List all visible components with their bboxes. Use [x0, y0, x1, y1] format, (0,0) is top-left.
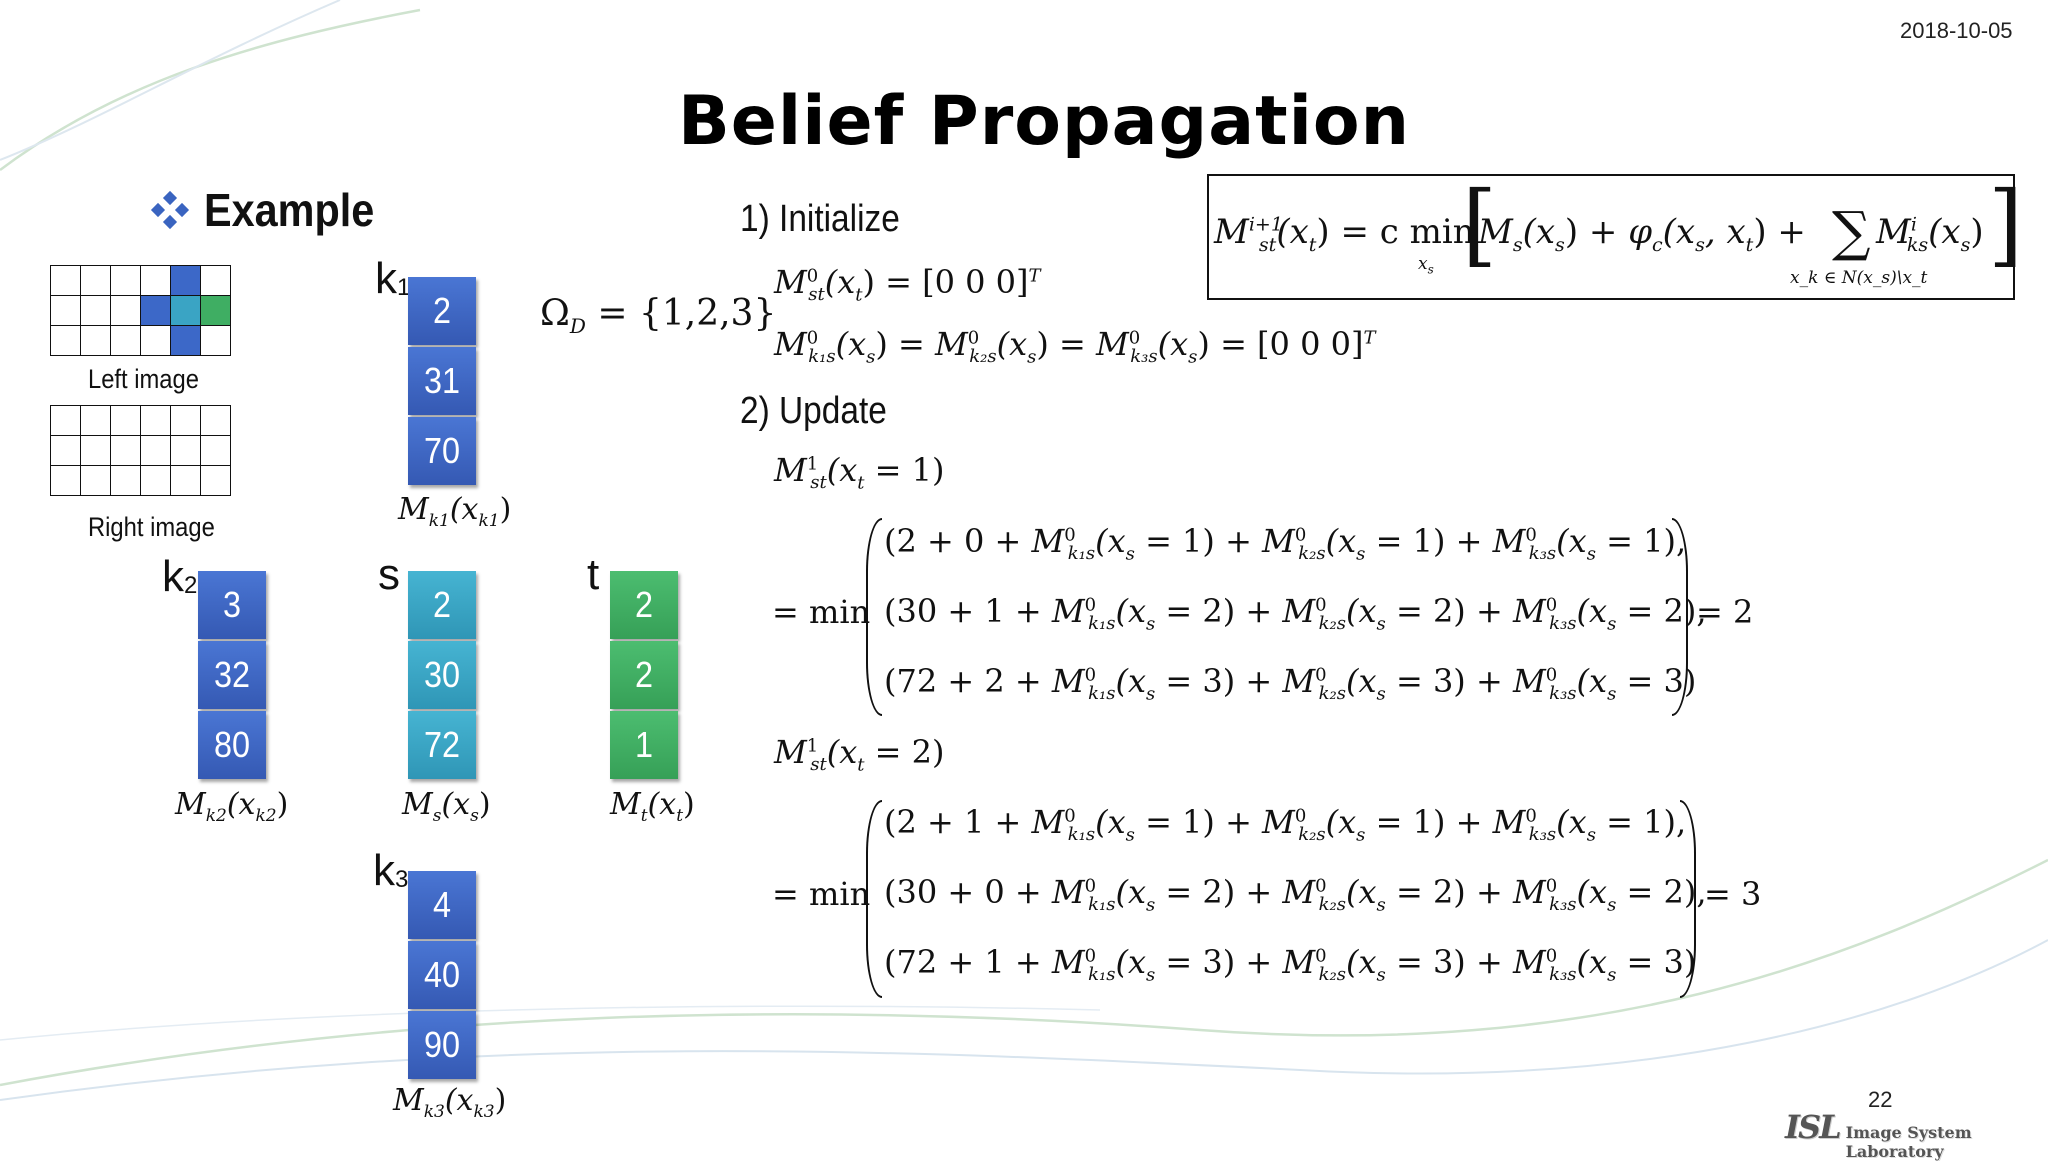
slide-date: 2018-10-05 — [1900, 18, 2013, 43]
update-rule-bracket-right: ] — [1988, 172, 2024, 277]
update-2-head: M1st(xt = 2) — [774, 733, 945, 776]
init-line-1: M0st(xt) = [0 0 0]T — [774, 263, 1041, 306]
update-rule-rhs: Ms(xs) + φc(xs, xt) + — [1478, 212, 1806, 256]
update-1-min: = min — [772, 593, 871, 631]
node-s-cost-3: 72 — [408, 711, 476, 779]
node-k1-cost-2: 31 — [408, 347, 476, 415]
update-rule-box — [1207, 174, 2015, 300]
update-1-result: = 2 — [1696, 593, 1754, 631]
init-line-2: M0k₁s(xs) = M0k₂s(xs) = M0k₃s(xs) = [0 0… — [774, 325, 1376, 368]
slide-title: Belief Propagation — [677, 82, 1411, 161]
left-image-caption: Left image — [88, 364, 199, 394]
lab-logo: ISL Image System Laboratory — [1785, 1108, 2048, 1161]
update-1-row-3: (72 + 2 + M0k₁s(xs = 3) + M0k₂s(xs = 3) … — [884, 662, 1697, 705]
node-s-caption: Ms(xs) — [402, 787, 491, 826]
lab-logo-mark: ISL — [1785, 1108, 1842, 1146]
page-number: 22 — [1868, 1087, 1893, 1112]
update-1-row-1: (2 + 0 + M0k₁s(xs = 1) + M0k₂s(xs = 1) +… — [884, 522, 1687, 565]
update-2-row-2: (30 + 0 + M0k₁s(xs = 2) + M0k₂s(xs = 2) … — [884, 873, 1707, 916]
right-image-grid — [50, 405, 231, 496]
diamond-bullet-icon — [150, 190, 190, 230]
node-k1-cost-1: 2 — [408, 277, 476, 345]
update-2-row-1: (2 + 1 + M0k₁s(xs = 1) + M0k₂s(xs = 1) +… — [884, 803, 1687, 846]
node-t-stack: 2 2 1 — [610, 571, 678, 781]
update-rule-lhs: Mi+1st(xt) = c min — [1214, 212, 1475, 256]
right-image-caption: Right image — [88, 512, 215, 542]
node-s-stack: 2 30 72 — [408, 571, 476, 781]
node-k1-label: k1 — [375, 254, 411, 303]
node-k3-cost-2: 40 — [408, 941, 476, 1009]
update-rule-message-term: Miks(xs) — [1876, 212, 1984, 256]
node-t-label: t — [587, 550, 600, 599]
update-1-paren-left — [866, 518, 882, 716]
update-1-head: M1st(xt = 1) — [774, 451, 945, 494]
node-t-cost-3: 1 — [610, 711, 678, 779]
update-2-min: = min — [772, 875, 871, 913]
node-k2-stack: 3 32 80 — [198, 571, 266, 781]
step-initialize: 1) Initialize — [740, 198, 900, 240]
node-k3-cost-3: 90 — [408, 1011, 476, 1079]
node-k2-caption: Mk2(xk2) — [175, 787, 289, 826]
node-k3-cost-1: 4 — [408, 871, 476, 939]
update-rule-min-subscript: xs — [1418, 254, 1434, 277]
update-1-row-2: (30 + 1 + M0k₁s(xs = 2) + M0k₂s(xs = 2) … — [884, 592, 1707, 635]
node-t-caption: Mt(xt) — [610, 787, 695, 826]
node-k1-stack: 2 31 70 — [408, 277, 476, 487]
left-image-grid — [50, 265, 231, 356]
node-s-cost-1: 2 — [408, 571, 476, 639]
step-update: 2) Update — [740, 390, 887, 432]
node-k2-label: k2 — [162, 552, 198, 601]
node-k3-label: k3 — [373, 846, 409, 895]
lab-logo-text: Image System Laboratory — [1845, 1123, 1972, 1161]
node-k1-cost-3: 70 — [408, 417, 476, 485]
node-k3-caption: Mk3(xk3) — [393, 1083, 507, 1122]
node-s-label: s — [378, 550, 400, 599]
node-t-cost-2: 2 — [610, 641, 678, 709]
update-2-result: = 3 — [1704, 875, 1762, 913]
node-k1-caption: Mk1(xk1) — [398, 492, 512, 531]
node-k3-stack: 4 40 90 — [408, 871, 476, 1081]
node-k2-cost-1: 3 — [198, 571, 266, 639]
node-k2-cost-3: 80 — [198, 711, 266, 779]
update-2-row-3: (72 + 1 + M0k₁s(xs = 3) + M0k₂s(xs = 3) … — [884, 943, 1697, 986]
update-rule-bracket-left: [ — [1462, 172, 1498, 277]
example-label: Example — [204, 184, 375, 236]
update-rule-sum-symbol: ∑ — [1832, 200, 1871, 263]
node-s-cost-2: 30 — [408, 641, 476, 709]
update-2-paren-left — [866, 800, 882, 998]
update-rule-sum-subscript: x_k ∈ N(x_s)\x_t — [1790, 268, 1928, 288]
example-heading: Example — [150, 183, 393, 237]
node-t-cost-1: 2 — [610, 571, 678, 639]
node-k2-cost-2: 32 — [198, 641, 266, 709]
domain-definition: ΩD = {1,2,3} — [540, 293, 777, 339]
